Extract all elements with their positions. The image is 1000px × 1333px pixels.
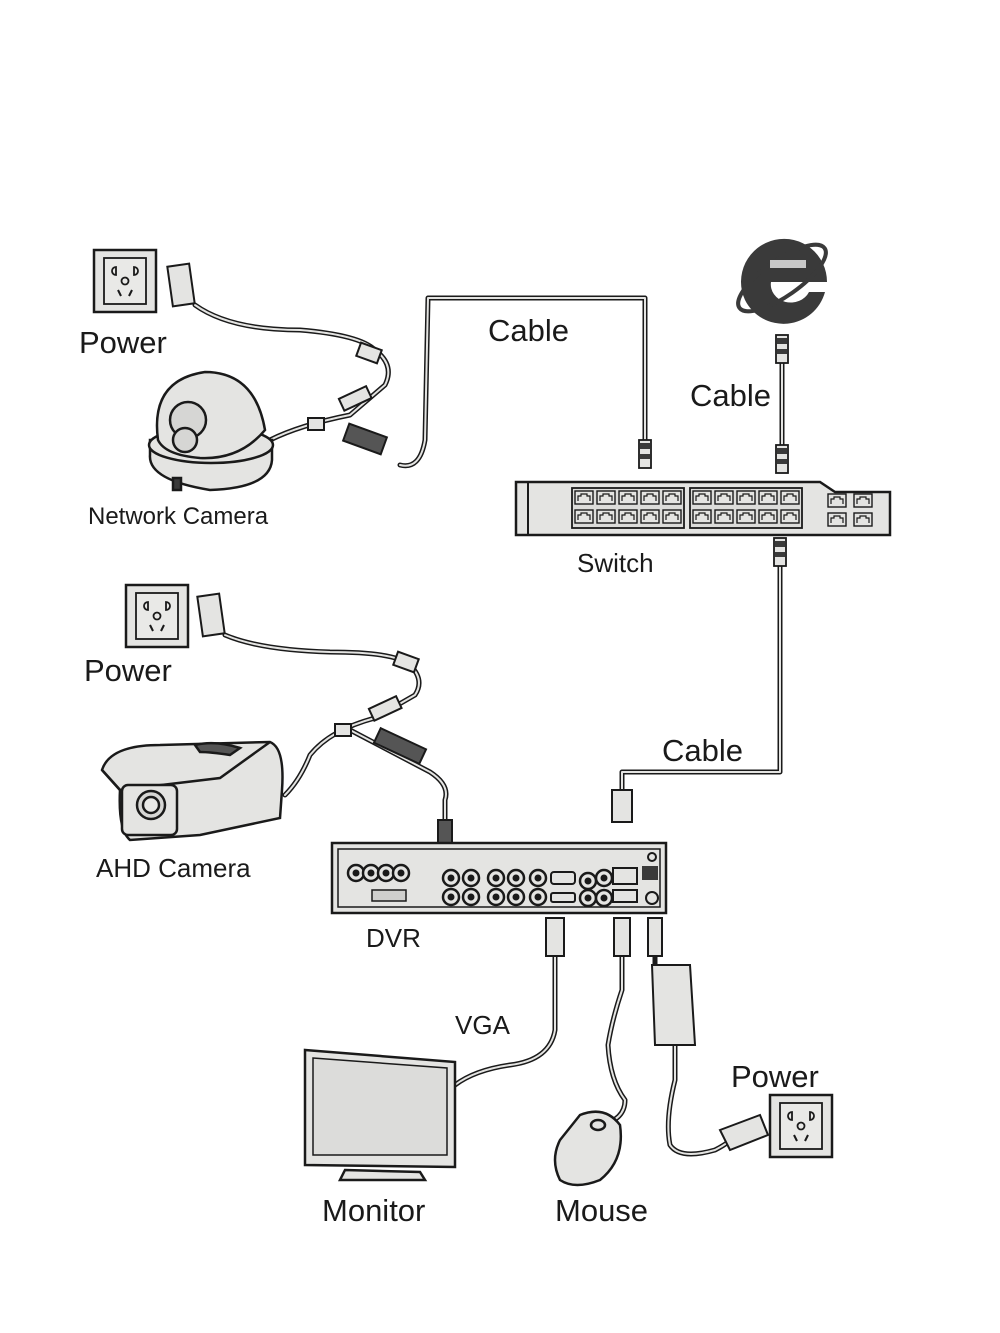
cable-label-dvr: Cable [662,733,743,768]
vga-plug [545,917,565,957]
power-outlet-top [92,248,196,314]
pigtail-connectors-ahd [334,650,453,851]
network-camera-label: Network Camera [88,503,269,530]
power-label-mid: Power [84,653,172,688]
monitor-illustration [303,1048,457,1182]
monitor-label: Monitor [322,1193,426,1228]
ahd-camera-illustration [100,740,284,842]
network-switch-illustration [514,480,892,537]
usb-plug [613,917,631,957]
mouse-illustration [553,1110,622,1187]
dvr-plugs [545,917,697,1046]
internet-explorer-icon [736,238,828,324]
pigtail-connectors-network [307,341,389,456]
vga-label: VGA [455,1010,510,1040]
power-outlet-bottom [718,1093,834,1159]
rj45-connector [638,439,652,469]
power-outlet-mid [124,583,226,649]
power-label-bottom: Power [731,1059,819,1094]
power-label-top: Power [79,325,167,360]
rj45-connector [775,334,789,364]
power-plug [647,917,663,957]
cable-label-network-camera: Cable [488,313,569,348]
power-adapter [650,964,697,1046]
ahd-camera-label: AHD Camera [96,853,251,883]
dvr-label: DVR [366,923,421,953]
mouse-label: Mouse [555,1193,649,1228]
switch-label: Switch [577,548,654,578]
rj45-connector [773,537,787,567]
rj45-connector-dvr [611,789,633,823]
dvr-illustration [330,841,668,915]
network-camera-illustration [147,370,275,492]
cable-label-internet: Cable [690,378,771,413]
rj45-connector [775,444,789,474]
